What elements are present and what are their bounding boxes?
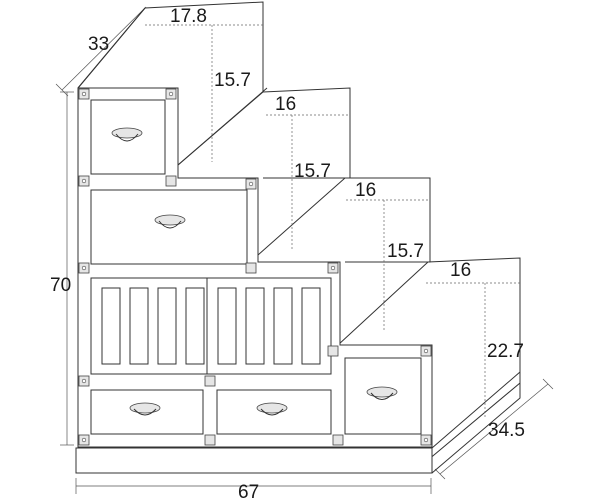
sliding-doors	[90, 277, 332, 375]
label-total-width: 67	[238, 482, 259, 503]
label-step2-width: 16	[275, 94, 296, 115]
label-step1-width: 17.8	[170, 6, 207, 27]
label-base-depth: 34.5	[488, 420, 525, 441]
door-lattice-left	[101, 287, 205, 365]
dimension-labels: 33 17.8 15.7 16 15.7 16 15.7 16 22.7 70 …	[50, 6, 525, 503]
label-step3-height: 15.7	[387, 241, 424, 262]
label-total-height: 70	[50, 275, 71, 296]
drawer-bottom-left	[90, 389, 204, 435]
drawer-top	[90, 99, 166, 175]
drawer-handle	[154, 214, 186, 229]
label-step1-height: 15.7	[214, 70, 251, 91]
drawer-bottom-right	[344, 357, 422, 435]
base-plinth	[75, 371, 521, 474]
label-step2-height: 15.7	[294, 161, 331, 182]
drawer-wide	[90, 189, 248, 265]
metal-fittings	[78, 88, 432, 446]
drawer-handle	[111, 127, 143, 142]
label-top-depth: 33	[88, 34, 109, 55]
drawer-handle	[256, 402, 288, 416]
door-lattice-right	[217, 287, 321, 365]
label-step4-height: 22.7	[487, 341, 524, 362]
drawer-handle	[129, 402, 161, 416]
label-step4-width: 16	[450, 260, 471, 281]
label-step3-width: 16	[355, 180, 376, 201]
drawer-handle	[366, 386, 398, 400]
drawer-bottom-middle	[216, 389, 332, 435]
dimension-lines	[55, 6, 554, 494]
